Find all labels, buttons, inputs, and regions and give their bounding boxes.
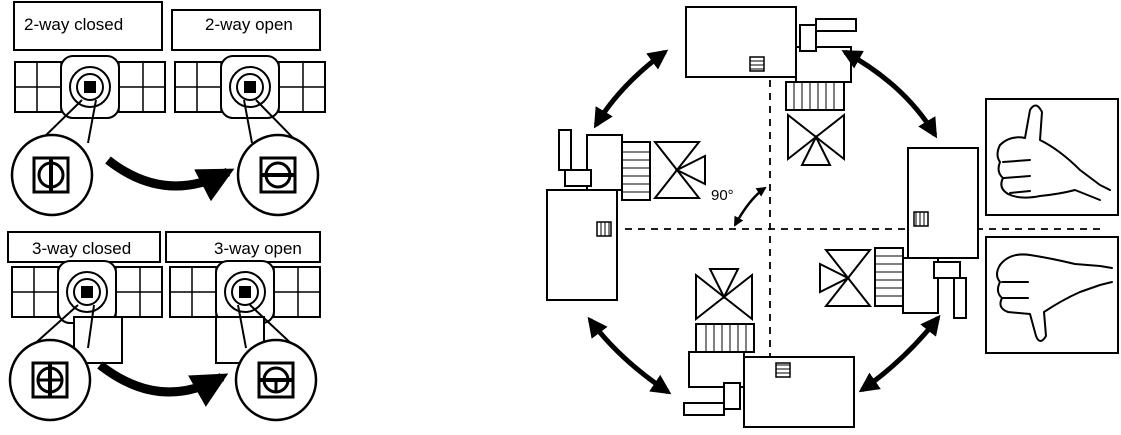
thumbs-down-icon [996,253,1113,342]
arrow-bottom-right [858,314,941,393]
angle-label: 90° [711,187,734,204]
actuator-bottom [683,268,855,428]
valve-2way-open [174,55,326,119]
arrow-top-left [593,49,669,129]
thumbs-up-icon [996,104,1111,201]
actuator-left [546,129,706,301]
not-allowed-box [985,236,1119,354]
label-2way-closed: 2-way closed [24,15,123,34]
valve-2way-closed [14,55,166,119]
mounting-orientation-panel: 90° [546,6,1119,428]
arrow-top-right [841,49,938,139]
label-box-3way-open [165,231,321,263]
allowed-box [985,98,1119,216]
label-3way-open: 3-way open [214,239,302,258]
label-2way-open: 2-way open [205,15,293,34]
label-box-2way-open [171,9,321,51]
valve-3way-closed [11,260,163,324]
actuator-top [685,6,857,166]
rotate-arrow-3way [97,361,229,407]
arrow-bottom-left [587,316,672,395]
angle-arc [733,186,767,227]
label-box-2way-closed [13,1,163,51]
valve-position-panel: 2-way closed 2-way open 3-way closed 3-w… [7,1,326,422]
rotate-arrow-2way [105,156,235,202]
valve-3way-open [169,260,321,324]
actuator-right [819,147,979,319]
label-3way-closed: 3-way closed [32,239,131,258]
